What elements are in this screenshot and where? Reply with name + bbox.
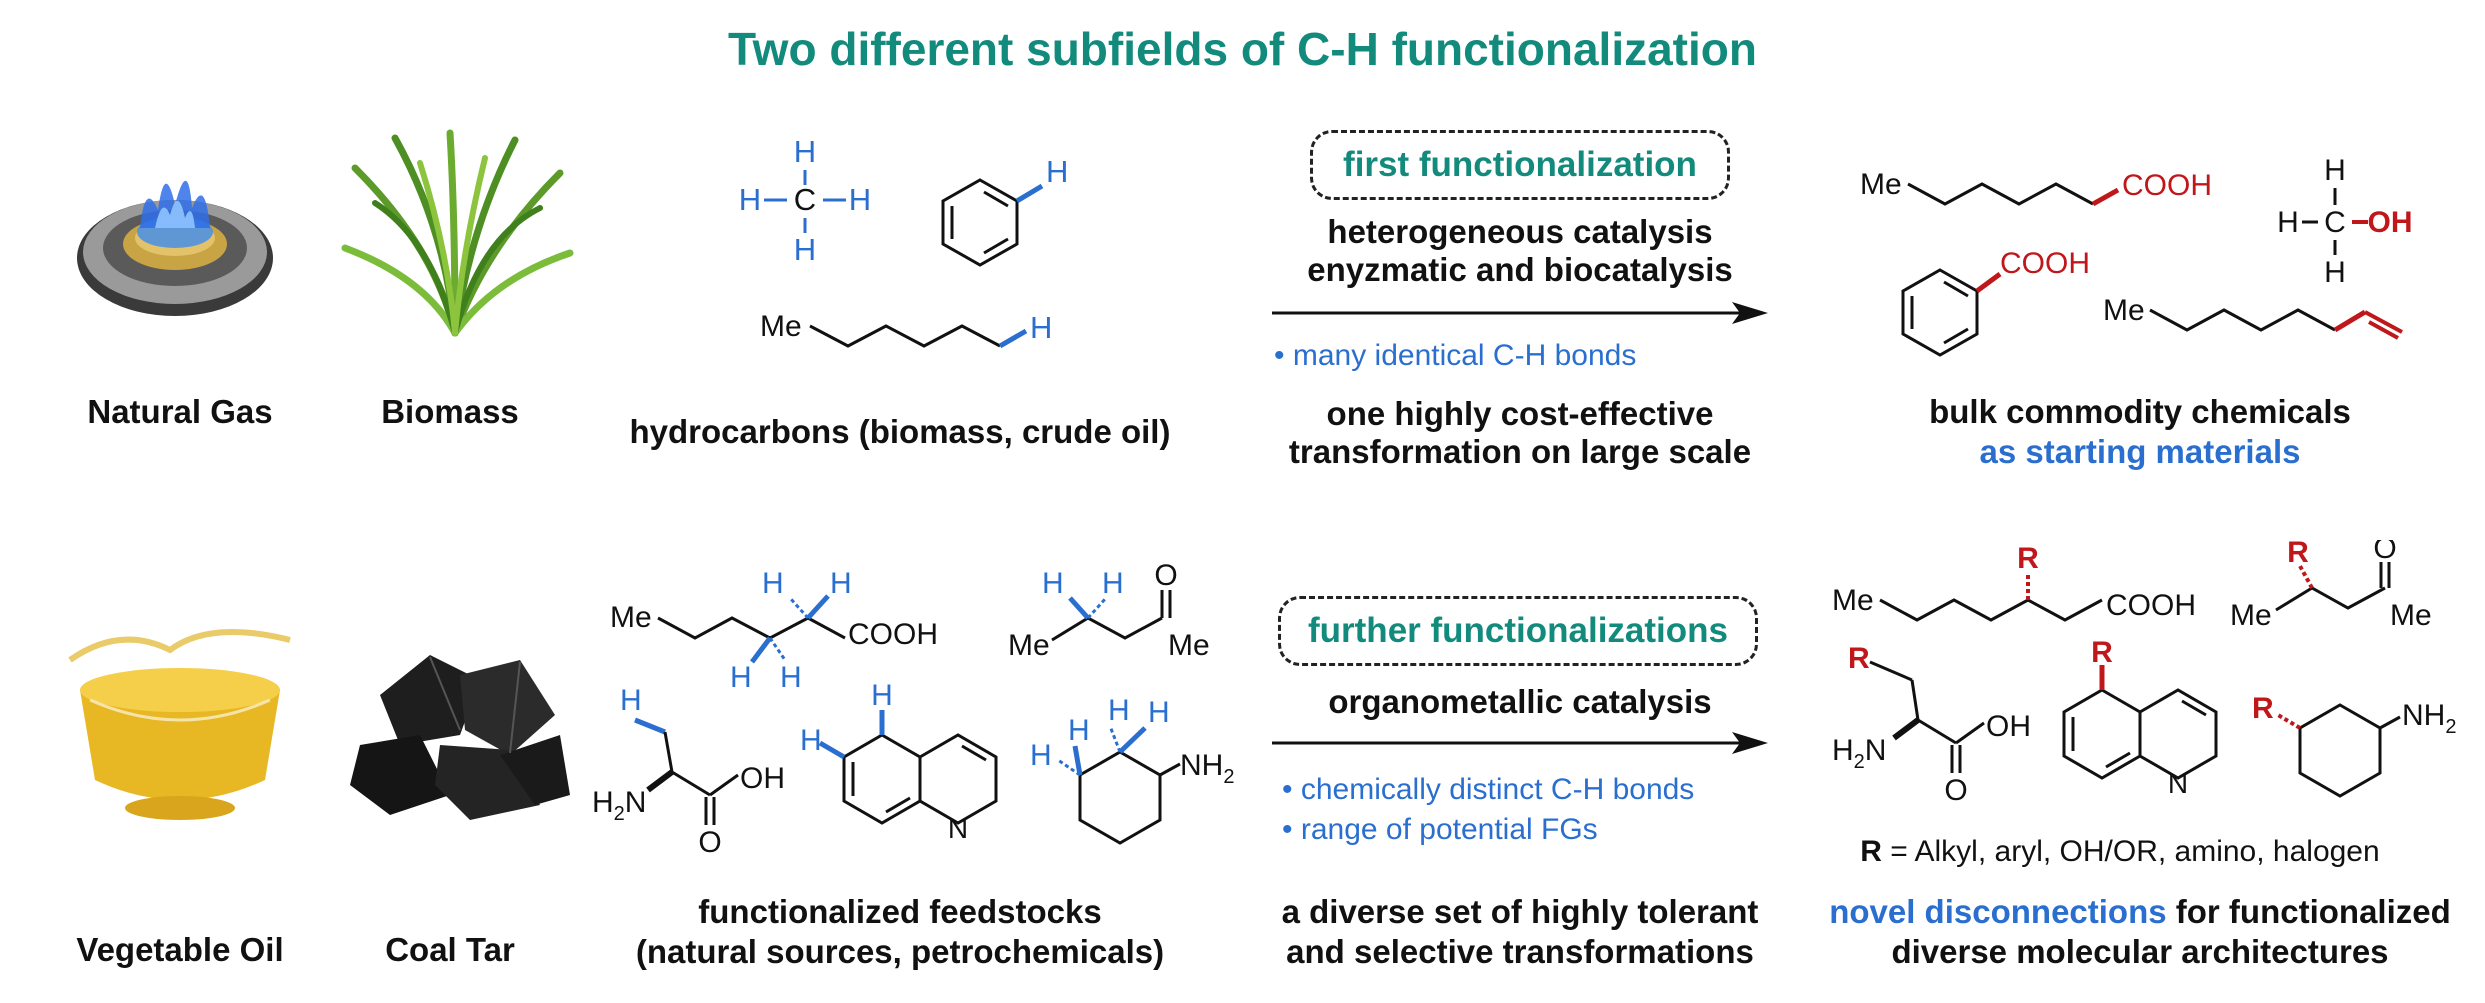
biomass-grass-icon bbox=[341, 129, 574, 337]
svg-text:O: O bbox=[1154, 560, 1177, 592]
row2-bullet-1: • chemically distinct C-H bonds bbox=[1282, 773, 1695, 806]
first-functionalization-box: first functionalization bbox=[1310, 130, 1730, 200]
commodity-chemical-structures: Me COOH H H C OH H COOH Me bbox=[1860, 154, 2413, 357]
row1-catalysis-2: enyzmatic and biocatalysis bbox=[1307, 251, 1733, 288]
svg-text:H: H bbox=[1030, 739, 1052, 772]
svg-text:Me: Me bbox=[1832, 584, 1874, 617]
svg-text:H: H bbox=[730, 661, 752, 694]
row1-bullet-1: • many identical C-H bonds bbox=[1274, 339, 1637, 372]
vegetable-oil-bowl-icon bbox=[68, 629, 291, 820]
natural-gas-burner-icon bbox=[77, 180, 273, 316]
row2-product-label-2: diverse molecular architectures bbox=[1891, 933, 2389, 970]
svg-text:OH: OH bbox=[1986, 710, 2031, 743]
coal-tar-icon bbox=[350, 655, 570, 820]
svg-text:H: H bbox=[2324, 256, 2346, 289]
svg-text:H: H bbox=[794, 134, 816, 169]
svg-text:Me: Me bbox=[2103, 294, 2145, 327]
svg-text:H: H bbox=[1042, 567, 1064, 600]
svg-text:H2N: H2N bbox=[592, 786, 646, 825]
row2-bullet-2: • range of potential FGs bbox=[1282, 813, 1598, 846]
svg-text:COOH: COOH bbox=[2106, 589, 2196, 622]
svg-text:H: H bbox=[800, 724, 822, 757]
svg-text:H: H bbox=[1108, 694, 1130, 727]
svg-text:O: O bbox=[1944, 774, 1967, 807]
svg-text:O: O bbox=[2373, 540, 2396, 565]
svg-text:N: N bbox=[2168, 768, 2188, 799]
svg-text:H: H bbox=[739, 182, 761, 217]
svg-text:H: H bbox=[620, 684, 642, 717]
svg-text:Me: Me bbox=[1008, 629, 1050, 662]
functionalized-feedstock-structures: Me COOH H H H H Me Me O H H H H2N OH O N… bbox=[592, 560, 1234, 859]
svg-text:H: H bbox=[830, 567, 852, 600]
methane-structure: H H C H H bbox=[739, 134, 871, 267]
svg-text:H: H bbox=[1102, 567, 1124, 600]
svg-text:R: R bbox=[1848, 642, 1870, 675]
r-group-list: = Alkyl, aryl, OH/OR, amino, halogen bbox=[1881, 835, 2380, 868]
svg-text:H: H bbox=[849, 182, 871, 217]
svg-text:H: H bbox=[1068, 714, 1090, 747]
svg-text:R: R bbox=[2287, 540, 2309, 569]
svg-text:H: H bbox=[2324, 154, 2346, 187]
svg-text:O: O bbox=[698, 826, 721, 859]
svg-text:H: H bbox=[2277, 206, 2299, 239]
row2-feedstock-label-1: functionalized feedstocks bbox=[698, 893, 1102, 930]
source-vegetable-oil-label: Vegetable Oil bbox=[76, 931, 284, 968]
row1-catalysis-1: heterogeneous catalysis bbox=[1327, 213, 1713, 250]
row1-feedstock-label: hydrocarbons (biomass, crude oil) bbox=[629, 413, 1171, 450]
source-coal-tar-label: Coal Tar bbox=[385, 931, 515, 968]
svg-text:Me: Me bbox=[2390, 599, 2432, 632]
novel-disconnections-text: novel disconnections bbox=[1829, 893, 2167, 930]
svg-text:Me: Me bbox=[610, 601, 652, 634]
page-title: Two different subfields of C-H functiona… bbox=[728, 23, 1757, 75]
svg-text:OH: OH bbox=[2368, 206, 2413, 239]
r-group-definition: R = Alkyl, aryl, OH/OR, amino, halogen bbox=[1810, 832, 2430, 872]
source-natural-gas-label: Natural Gas bbox=[87, 393, 273, 430]
benzene-structure bbox=[941, 178, 1019, 267]
row2-transform-1: a diverse set of highly tolerant bbox=[1281, 893, 1759, 930]
svg-text:N: N bbox=[948, 813, 968, 844]
svg-text:OH: OH bbox=[740, 762, 785, 795]
row2-feedstock-label-2: (natural sources, petrochemicals) bbox=[635, 933, 1165, 970]
svg-text:NH2: NH2 bbox=[2402, 699, 2456, 738]
svg-text:H: H bbox=[1046, 154, 1068, 189]
row2-transform-2: and selective transformations bbox=[1286, 933, 1754, 970]
svg-text:H2N: H2N bbox=[1832, 734, 1886, 773]
row2-product-label-1: novel disconnections for functionalized bbox=[1800, 892, 2480, 932]
svg-text:H: H bbox=[871, 679, 893, 712]
svg-text:H: H bbox=[762, 567, 784, 600]
svg-text:COOH: COOH bbox=[2000, 247, 2090, 280]
source-biomass-label: Biomass bbox=[381, 393, 519, 430]
svg-text:H: H bbox=[794, 232, 816, 267]
svg-text:C: C bbox=[794, 182, 816, 217]
svg-text:H: H bbox=[1148, 696, 1170, 729]
methyl-label: Me bbox=[760, 310, 802, 343]
hydrocarbon-structures: H H C H H H Me H bbox=[739, 134, 1068, 349]
row1-reaction-arrow bbox=[1272, 302, 1768, 324]
row1-transform-2: transformation on large scale bbox=[1288, 433, 1752, 470]
svg-text:R: R bbox=[2091, 636, 2113, 669]
svg-text:COOH: COOH bbox=[2122, 169, 2212, 202]
svg-text:NH2: NH2 bbox=[1180, 749, 1234, 788]
row1-product-sub: as starting materials bbox=[1979, 433, 2301, 470]
r-symbol: R bbox=[1860, 835, 1882, 868]
further-functionalizations-box: further functionalizations bbox=[1278, 596, 1758, 666]
row2-catalysis: organometallic catalysis bbox=[1328, 683, 1712, 720]
svg-text:Me: Me bbox=[2230, 599, 2272, 632]
svg-text:C: C bbox=[2324, 206, 2346, 239]
svg-text:R: R bbox=[2252, 692, 2274, 725]
svg-text:H: H bbox=[1030, 310, 1052, 345]
svg-text:H: H bbox=[780, 661, 802, 694]
row2-reaction-arrow bbox=[1272, 732, 1768, 754]
svg-text:Me: Me bbox=[1860, 168, 1902, 201]
product-label-rest: for functionalized bbox=[2166, 893, 2451, 930]
svg-text:COOH: COOH bbox=[848, 618, 938, 651]
novel-product-structures: Me COOH R Me Me O R R H2N OH O N R NH2 R bbox=[1832, 540, 2456, 807]
svg-text:Me: Me bbox=[1168, 629, 1210, 662]
svg-text:R: R bbox=[2017, 542, 2039, 575]
row1-transform-1: one highly cost-effective bbox=[1326, 395, 1714, 432]
row1-product-label: bulk commodity chemicals bbox=[1929, 393, 2351, 430]
